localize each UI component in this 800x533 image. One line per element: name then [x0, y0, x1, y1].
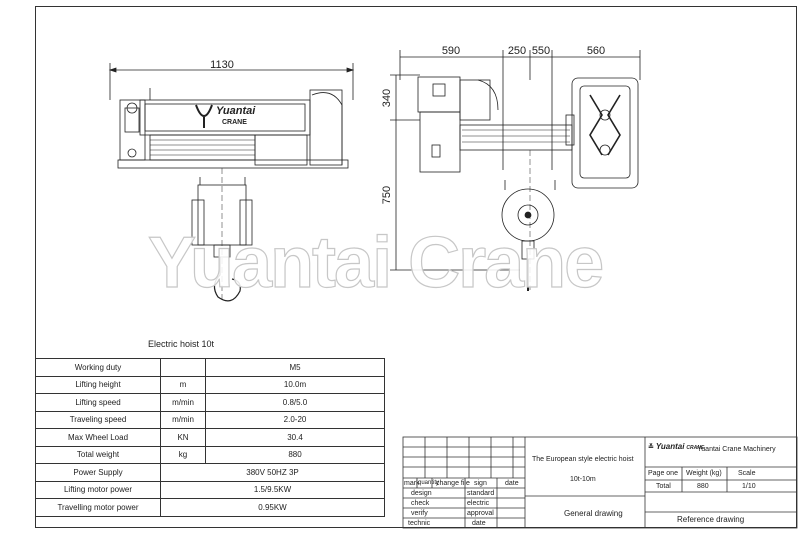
- role-verify: verify: [411, 510, 428, 517]
- spec-label: Traveling speed: [35, 410, 161, 429]
- dim-front-width: 1130: [210, 59, 234, 71]
- svg-text:CRANE: CRANE: [222, 119, 247, 126]
- reference-drawing: Reference drawing: [677, 515, 745, 524]
- title-block-lines: [402, 436, 798, 529]
- watermark: Yuantai Crane: [147, 222, 604, 303]
- dim-side-550: 550: [532, 45, 550, 57]
- header-weight: Weight (kg): [686, 470, 722, 477]
- spec-value: 0.8/5.0: [205, 393, 385, 412]
- spec-label: Total weight: [35, 445, 161, 464]
- spec-value: 1.5/9.5KW: [160, 480, 385, 499]
- spec-label: Travelling motor power: [35, 498, 161, 517]
- spec-unit: kg: [160, 445, 206, 464]
- spec-unit: m/min: [160, 393, 206, 412]
- drawing-frame: [35, 6, 797, 528]
- drawing-subtitle: 10t-10m: [570, 476, 596, 483]
- spec-unit: KN: [160, 428, 206, 447]
- spec-label: Power Supply: [35, 463, 161, 482]
- front-dimension-line: [108, 63, 355, 100]
- dim-height-750: 750: [381, 186, 393, 204]
- spec-value: M5: [205, 358, 385, 377]
- role-electric: electric: [467, 500, 490, 507]
- spec-unit: m/min: [160, 410, 206, 429]
- dim-side-250: 250: [508, 45, 526, 57]
- header-date: date: [505, 480, 519, 487]
- spec-label: Lifting speed: [35, 393, 161, 412]
- drawing-title: The European style electric hoist: [532, 456, 634, 463]
- dim-height-340: 340: [381, 89, 393, 107]
- header-quantity: quantity: [418, 480, 440, 486]
- spec-value: 380V 50HZ 3P: [160, 463, 385, 482]
- spec-label: Lifting height: [35, 375, 161, 394]
- role-design: design: [411, 490, 432, 497]
- drawing-caption: Electric hoist 10t: [148, 339, 215, 349]
- value-weight: 880: [697, 483, 709, 490]
- spec-value: 0.95KW: [160, 498, 385, 517]
- spec-value: 880: [205, 445, 385, 464]
- header-scale: Scale: [738, 470, 756, 477]
- spec-value: 10.0m: [205, 375, 385, 394]
- header-change-file: change file: [436, 480, 470, 487]
- role-standard: standard: [467, 490, 495, 497]
- role-approval: approval: [467, 510, 494, 517]
- role-technic: technic: [408, 520, 431, 527]
- dim-side-590: 590: [442, 45, 460, 57]
- role-date: date: [472, 520, 486, 527]
- hoist-body-logo: Yuantai CRANE: [195, 104, 256, 128]
- spec-label: Lifting motor power: [35, 480, 161, 499]
- header-page: Page one: [648, 470, 678, 477]
- company-logo: ≚ Yuantai CRANE: [648, 442, 705, 452]
- header-mark: mark: [404, 480, 420, 487]
- spec-unit: m: [160, 375, 206, 394]
- value-scale: 1/10: [742, 483, 756, 490]
- spec-value: 30.4: [205, 428, 385, 447]
- spec-unit: [160, 358, 206, 377]
- value-total: Total: [656, 483, 671, 490]
- role-check: check: [411, 500, 430, 507]
- spec-value: 2.0-20: [205, 410, 385, 429]
- company-name: Yuantai Crane Machinery: [697, 446, 776, 453]
- svg-text:Yuantai: Yuantai: [216, 105, 256, 117]
- spec-label: Max Wheel Load: [35, 428, 161, 447]
- crane-logo-icon: ≚: [648, 444, 654, 451]
- dim-side-560: 560: [587, 45, 605, 57]
- side-dimension-lines: [390, 50, 641, 271]
- header-sign: sign: [474, 480, 487, 487]
- front-view: [117, 88, 349, 302]
- drawing-type: General drawing: [564, 509, 623, 518]
- spec-row: Working duty M5: [35, 358, 385, 377]
- crane-logo-icon: [195, 104, 213, 128]
- side-view: [417, 76, 639, 291]
- spec-label: Working duty: [35, 358, 161, 377]
